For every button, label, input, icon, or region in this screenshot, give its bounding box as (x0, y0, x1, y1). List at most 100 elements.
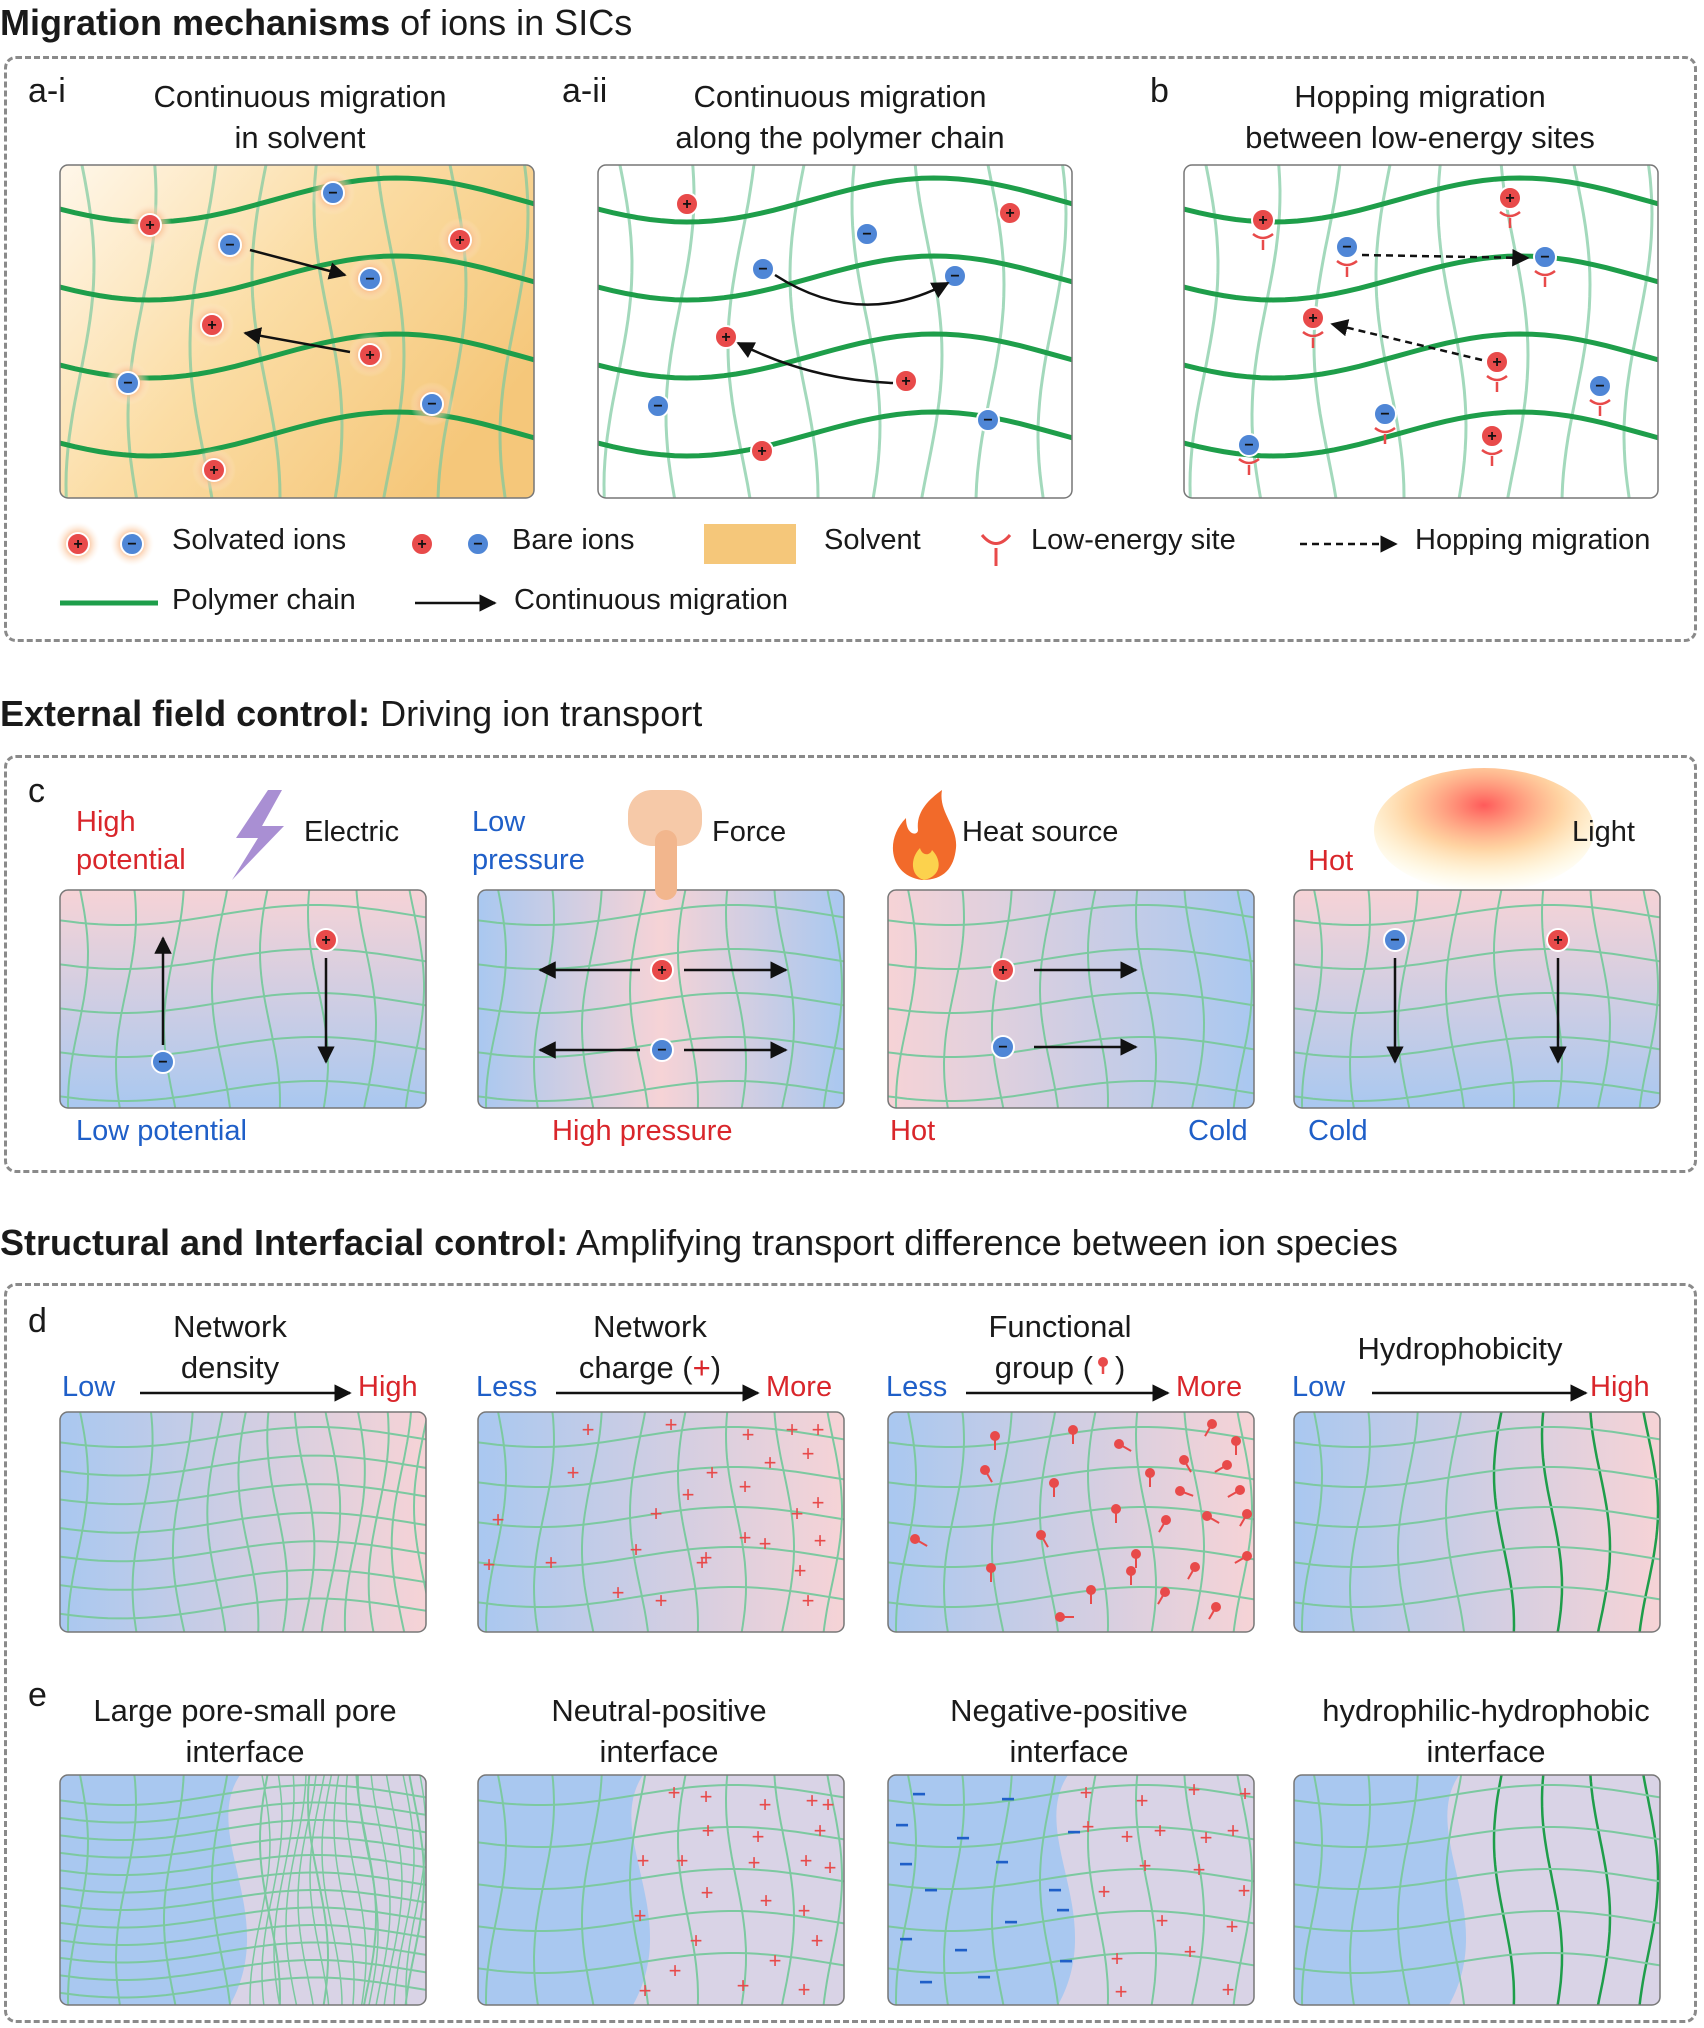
positive-charge: + (701, 1880, 714, 1905)
solvated-ion: − (410, 382, 454, 426)
electric-potential-label: potential (76, 844, 186, 876)
bare-ion: − (943, 264, 967, 288)
hydrophobicity-title: Hydrophobicity (1357, 1331, 1563, 1366)
low-potential-label: Low potential (76, 1115, 247, 1147)
bare-ion: + (1301, 306, 1325, 330)
functional-group (1204, 1419, 1217, 1437)
legend-solvated-anion-icon: − (110, 522, 154, 566)
anion: − (991, 1035, 1015, 1059)
positive-charge: + (759, 1531, 772, 1556)
interface-panel-1 (478, 1775, 844, 2005)
svg-text:−: − (158, 1054, 167, 1071)
svg-text:+: + (1492, 354, 1501, 371)
cation: + (991, 958, 1015, 982)
continuous-arrow-curve (774, 273, 950, 306)
positive-charge: + (1227, 1818, 1240, 1843)
field-panel-0 (60, 890, 426, 1108)
negative-charge: − (912, 1781, 926, 1808)
positive-charge: + (676, 1848, 689, 1873)
positive-charge: + (798, 1898, 811, 1923)
functional-group (980, 1465, 993, 1483)
heat-hot-label: Hot (890, 1115, 936, 1147)
svg-text:−: − (127, 536, 136, 553)
svg-text:−: − (1342, 239, 1351, 256)
svg-text:+: + (998, 962, 1007, 979)
positive-charge: + (706, 1460, 719, 1485)
positive-charge: + (1154, 1818, 1167, 1843)
positive-charge: + (702, 1818, 715, 1843)
bare-ion: − (976, 408, 1000, 432)
positive-charge: + (802, 1441, 815, 1466)
svg-text:−: − (1595, 378, 1604, 395)
low-energy-site (1499, 210, 1521, 228)
functional-group (986, 1563, 996, 1582)
structure-panel-1 (478, 1412, 844, 1632)
cation: + (1546, 928, 1570, 952)
positive-charge: + (1080, 1780, 1093, 1805)
positive-charge: + (798, 1977, 811, 2002)
bare-ion: − (1237, 433, 1261, 457)
svg-text:+: + (73, 536, 82, 553)
polymer-chain (1184, 253, 1658, 303)
svg-text:+: + (207, 317, 216, 334)
svg-text:+: + (682, 196, 691, 213)
svg-text:+: + (365, 347, 374, 364)
positive-charge: + (742, 1422, 755, 1447)
negative-charge: − (924, 1877, 938, 1904)
charge-less-label: Less (476, 1371, 538, 1403)
hopping-arrow (1361, 248, 1530, 267)
structure-panel-3 (1294, 1412, 1660, 1632)
panel-label-a-ii: a-ii (562, 72, 608, 110)
bare-ion: + (1251, 208, 1275, 232)
polymer-chain (1184, 331, 1658, 381)
functional-group (1145, 1468, 1155, 1487)
cation: + (650, 958, 674, 982)
functional-group (1214, 1460, 1232, 1473)
positive-charge: + (1239, 1781, 1252, 1806)
functional-group (1111, 1504, 1121, 1523)
legend-site-icon (980, 534, 1012, 566)
light-cold-label: Cold (1308, 1115, 1368, 1147)
positive-charge: + (1156, 1908, 1169, 1933)
svg-text:−: − (427, 396, 436, 413)
fire-icon (892, 790, 957, 880)
functional-group (1036, 1530, 1049, 1548)
negative-charge: − (1059, 1948, 1073, 1975)
bare-ion: − (1335, 235, 1359, 259)
migration-panel-2 (1184, 165, 1658, 498)
svg-text:−: − (653, 398, 662, 415)
bare-ion: + (675, 192, 699, 216)
continuous-arrow-curve (736, 341, 894, 385)
bare-ion: − (751, 257, 775, 281)
positive-charge: + (665, 1412, 678, 1437)
migration-panel-0 (60, 165, 534, 498)
negative-charge: − (899, 1926, 913, 1953)
anion: − (151, 1050, 175, 1074)
low-energy-site (1534, 269, 1556, 287)
negative-charge: − (899, 1851, 913, 1878)
positive-charge: + (492, 1507, 505, 1532)
positive-charge: + (639, 1978, 652, 2003)
svg-text:+: + (1005, 205, 1014, 222)
light-label: Light (1572, 816, 1635, 848)
interface-panel-0 (60, 1775, 426, 2005)
anion: − (1383, 928, 1407, 952)
legend-site-label: Low-energy site (1031, 524, 1236, 556)
bare-ion: + (998, 201, 1022, 225)
bare-ion: − (855, 222, 879, 246)
finger-press-icon (628, 790, 702, 900)
polymer-chain (60, 253, 534, 303)
positive-charge: + (769, 1948, 782, 1973)
panel-label-d: d (28, 1302, 47, 1340)
positive-charge: + (737, 1973, 750, 1998)
positive-charge: + (800, 1848, 813, 1873)
functional-group (1049, 1478, 1059, 1497)
svg-text:−: − (862, 226, 871, 243)
legend-hopping-label: Hopping migration (1415, 524, 1651, 556)
func-more-label: More (1176, 1371, 1243, 1403)
svg-text:+: + (1553, 932, 1562, 949)
positive-charge: + (1139, 1853, 1152, 1878)
